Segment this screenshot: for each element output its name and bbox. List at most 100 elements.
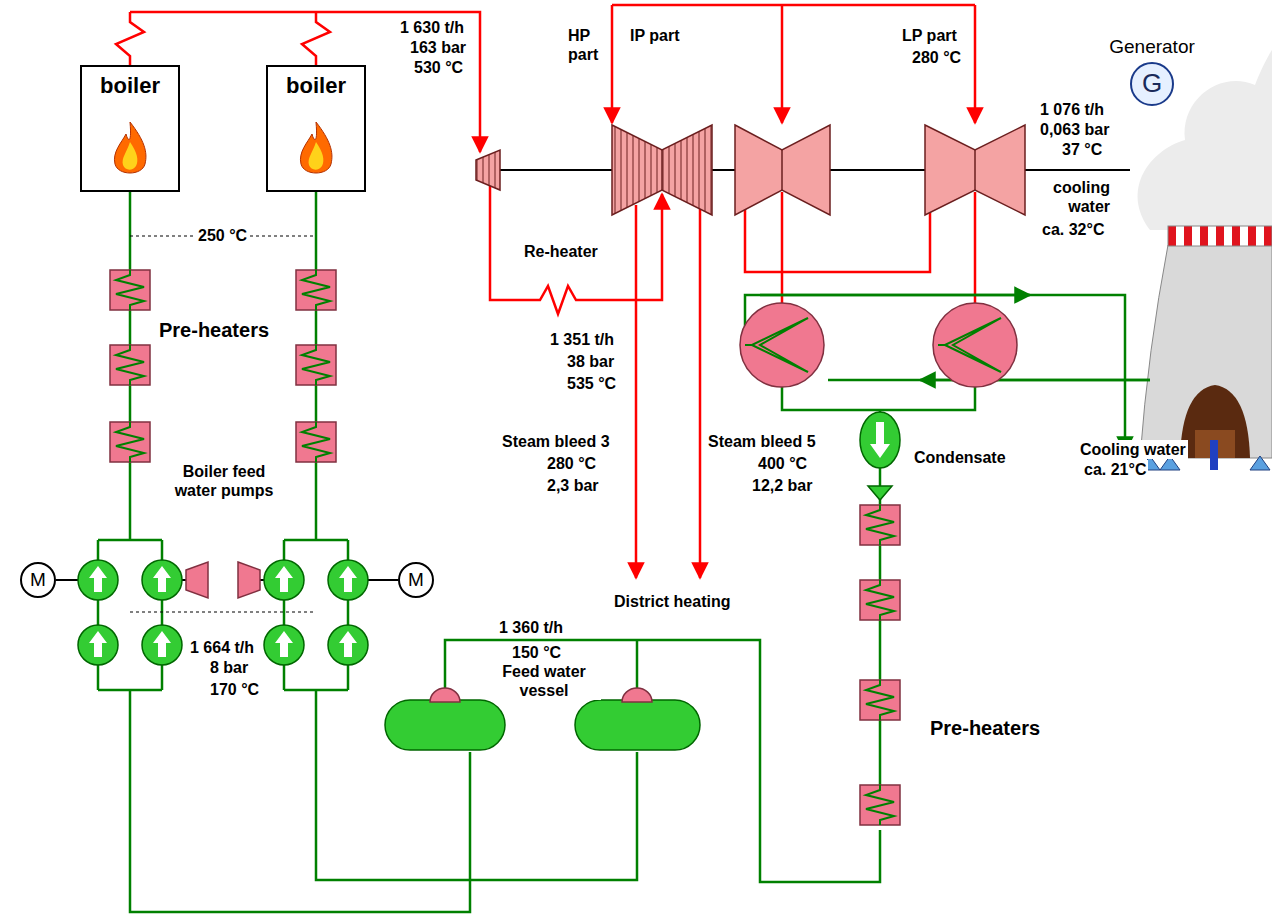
pre-heater-part <box>110 422 150 462</box>
value-label: ca. 32°C <box>1040 220 1106 239</box>
cooling-tower-part <box>1168 226 1272 246</box>
feed-water-pump-part <box>328 560 368 600</box>
pre-heater-part <box>110 345 150 385</box>
water-pipe-part <box>782 387 975 410</box>
measure-line-part <box>130 612 316 613</box>
pre-heater-part <box>860 580 900 620</box>
value-label: 280 °C <box>545 454 598 473</box>
value-label: 8 bar <box>208 658 250 677</box>
value-label: 2,3 bar <box>545 476 601 495</box>
value-label: 163 bar <box>408 38 468 57</box>
feed-water-vessel-part <box>622 688 652 702</box>
value-label: 38 bar <box>565 352 616 371</box>
steam-pipe-part <box>745 208 930 272</box>
condensate-tank <box>860 412 900 500</box>
condenser <box>740 303 1017 387</box>
value-label: Cooling water <box>1078 440 1188 459</box>
value-label: 12,2 bar <box>750 476 814 495</box>
node-text: boiler <box>286 73 346 98</box>
boiler-flame-part <box>114 122 145 173</box>
feed-water-pump-part <box>78 625 118 665</box>
value-label: 1 351 t/h <box>548 330 616 349</box>
value-label: Pre-heaters <box>928 716 1042 740</box>
steam-pipe-part <box>974 192 977 305</box>
condensate-tank-part <box>870 422 890 458</box>
water-pipe-part <box>636 640 639 690</box>
steam-pipe <box>116 5 975 578</box>
value-label: Feed water vessel <box>487 662 601 700</box>
value-label: IP part <box>628 26 682 45</box>
pump-drive-turbine <box>186 562 260 598</box>
feed-water-vessel-part <box>385 700 505 750</box>
value-label: 0,063 bar <box>1038 120 1111 139</box>
turbine <box>476 125 1025 215</box>
water-pipe <box>98 192 1150 912</box>
measure-line <box>130 236 316 612</box>
value-label: 1 076 t/h <box>1038 100 1106 119</box>
boiler-flame-part <box>300 122 331 173</box>
feed-water-vessel-part <box>430 688 460 702</box>
steam-pipe-part <box>116 12 144 65</box>
condenser-part <box>745 318 808 372</box>
pump-coupling-part <box>368 579 398 581</box>
turbine-part <box>925 125 1025 215</box>
feed-water-pump-part <box>142 625 182 665</box>
value-label: 535 °C <box>565 374 618 393</box>
cooling-tower-part <box>1210 440 1218 470</box>
value-label: Re-heater <box>522 242 600 261</box>
feed-water-pump-part <box>264 560 304 600</box>
steam-pipe-part <box>612 4 975 7</box>
pump-coupling-part <box>56 579 78 581</box>
condenser-part <box>933 303 1017 387</box>
steam-pipe-part <box>699 205 702 578</box>
value-label: Pre-heaters <box>157 318 271 342</box>
turbine-part <box>476 150 500 190</box>
node-text: M <box>408 569 424 591</box>
water-pipe-part <box>879 505 882 790</box>
feed-water-pump-part <box>264 625 304 665</box>
boiler-box: boiler <box>266 65 366 192</box>
node-text: G <box>1142 69 1162 99</box>
steam-pipe-part <box>302 12 330 65</box>
steam-pipe-part <box>781 5 784 123</box>
pre-heater-part <box>296 345 336 385</box>
value-label: 1 360 t/h <box>497 618 565 637</box>
value-label: 1 630 t/h <box>398 18 466 37</box>
feed-water-pump <box>78 560 368 665</box>
value-label: HP part <box>566 26 610 64</box>
value-label: Steam bleed 5 <box>706 432 818 451</box>
value-label: District heating <box>612 592 732 611</box>
turbine-part <box>612 125 712 215</box>
node-heading: Generator <box>1109 36 1195 58</box>
pre-heater-part <box>860 785 900 825</box>
value-label: LP part <box>900 26 959 45</box>
feed-water-vessel-part <box>575 700 700 750</box>
generator-circle: GeneratorG <box>1130 62 1174 106</box>
steam-pipe-part <box>635 205 638 578</box>
value-label: Steam bleed 3 <box>500 432 612 451</box>
steam-pipe-part <box>974 5 977 123</box>
value-label: Condensate <box>912 448 1008 467</box>
cooling-tower <box>1140 226 1272 470</box>
value-label: 37 °C <box>1060 140 1104 159</box>
water-pipe-part <box>445 640 880 882</box>
pre-heater-part <box>296 270 336 310</box>
feed-water-pump-part <box>142 560 182 600</box>
pump-drive-turbine-part <box>186 562 208 598</box>
value-label: ca. 21°C <box>1082 460 1148 479</box>
value-label: cooling water <box>1036 178 1112 216</box>
pre-heater <box>110 270 900 825</box>
value-label: 1 664 t/h <box>188 638 256 657</box>
value-label: 280 °C <box>910 48 963 67</box>
pre-heater-part <box>296 422 336 462</box>
value-label: Boiler feed water pumps <box>162 462 286 500</box>
steam-pipe-part <box>130 12 480 152</box>
pre-heater-part <box>860 505 900 545</box>
steam-pipe-part <box>611 5 614 123</box>
pre-heater-part <box>860 680 900 720</box>
node-text: M <box>30 569 46 591</box>
value-label: 170 °C <box>208 680 261 699</box>
motor-circle: M <box>20 562 56 598</box>
